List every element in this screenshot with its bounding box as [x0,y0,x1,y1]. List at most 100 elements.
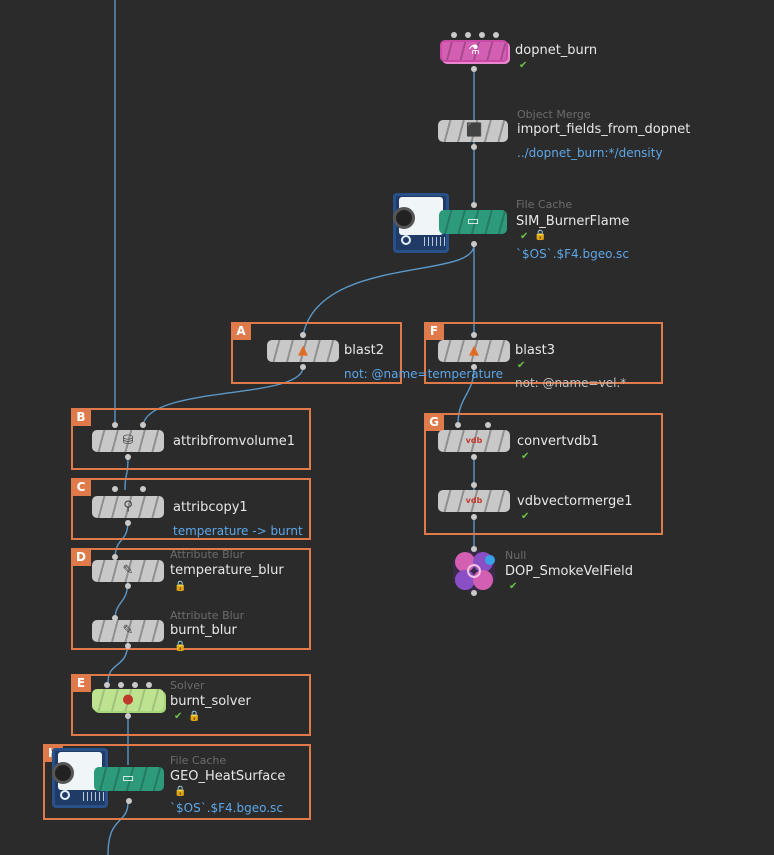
node-name: burnt_blur [170,623,237,638]
output-port[interactable] [125,520,131,526]
node-name: attribcopy1 [173,500,248,515]
disk-icon: ▭ [466,214,480,229]
null-icon [453,548,495,594]
output-port[interactable] [471,590,477,596]
network-box-g[interactable]: G [424,413,663,535]
display-flag-icon: ✔ [509,581,518,592]
node-body[interactable] [267,340,339,362]
node-body[interactable] [92,430,164,452]
lock-icon[interactable]: 🔒 [174,641,187,652]
node-name: vdbvectormerge1 [517,494,633,509]
box-label-f: F [424,322,444,340]
box-label-d: D [71,548,91,566]
input-port[interactable] [112,615,118,621]
node-type: Object Merge [517,108,591,121]
input-port[interactable] [493,32,499,38]
node-body[interactable] [92,689,164,711]
lock-icon[interactable]: 🔒 [174,581,187,592]
node-name: dopnet_burn [515,43,598,58]
display-flag-icon: ✔ [517,360,526,371]
network-box-f[interactable]: F [424,322,663,384]
input-port[interactable] [451,32,457,38]
output-port[interactable] [126,798,132,804]
box-label-g: G [424,413,444,431]
cache-file-path: `$OS`.$F4.bgeo.sc [516,247,629,261]
output-port[interactable] [125,583,131,589]
wire-blast2-to-attribfromvolume [142,366,304,426]
output-port[interactable] [471,144,477,150]
output-port[interactable] [471,514,477,520]
input-port[interactable] [146,682,152,688]
node-body[interactable] [438,340,510,362]
node-name: SIM_BurnerFlame [516,214,630,229]
output-port[interactable] [125,454,131,460]
node-body[interactable] [92,496,164,518]
input-port[interactable] [471,202,477,208]
input-port[interactable] [300,332,306,338]
blast-icon: ▲ [298,343,308,358]
wire-attribfromvolume-to-attribcopy [124,456,129,491]
input-port[interactable] [455,422,461,428]
node-body[interactable] [438,430,510,452]
input-port[interactable] [104,682,110,688]
node-body[interactable] [440,40,508,62]
node-name: convertvdb1 [517,434,599,449]
lock-icon[interactable]: 🔒 [174,786,187,797]
input-port[interactable] [479,32,485,38]
blast-group: not: @name=vel.* [515,376,627,390]
dop-network-icon: ⚗ [468,43,480,58]
display-flag-icon: ✔ [520,231,529,242]
disk-icon: ▭ [121,771,135,786]
node-body[interactable] [438,490,510,512]
input-port[interactable] [465,32,471,38]
attribcopy-icon: ⚲ [123,499,133,514]
vdb-icon: vdb [465,436,483,445]
blast-icon: ▲ [469,343,479,358]
vdb-icon: vdb [465,496,483,505]
output-port[interactable] [300,364,306,370]
node-body[interactable] [438,120,508,142]
node-type: Attribute Blur [170,609,245,622]
input-port[interactable] [112,554,118,560]
node-body[interactable] [439,210,507,234]
attribfromvolume-icon: ⛁ [122,433,134,448]
object-merge-icon: ⬛ [466,123,483,138]
input-port[interactable] [140,422,146,428]
input-port[interactable] [118,682,124,688]
output-port[interactable] [471,241,477,247]
object-path: ../dopnet_burn:*/density [517,146,663,160]
cache-file-path: `$OS`.$F4.bgeo.sc [170,801,283,815]
network-box-e[interactable]: E [71,674,311,736]
node-name: attribfromvolume1 [173,434,296,449]
output-port[interactable] [471,364,477,370]
input-port[interactable] [485,422,491,428]
node-body[interactable] [94,767,164,791]
node-type: Solver [170,679,205,692]
output-port[interactable] [125,713,131,719]
input-port[interactable] [471,482,477,488]
network-box-c[interactable]: C [71,478,311,540]
input-port[interactable] [471,546,477,552]
network-box-a[interactable]: A [231,322,402,384]
display-flag-icon: ✔ [519,60,528,71]
node-name: burnt_solver [170,694,251,709]
input-port[interactable] [140,486,146,492]
node-name: GEO_HeatSurface [170,769,286,784]
input-port[interactable] [471,332,477,338]
lock-icon[interactable]: 🔒 [534,230,547,241]
lock-icon[interactable]: 🔒 [188,711,201,722]
output-port[interactable] [471,66,477,72]
node-type: File Cache [516,198,573,211]
network-box-d[interactable]: D [71,548,311,650]
node-body[interactable] [92,560,164,582]
output-port[interactable] [125,643,131,649]
output-port[interactable] [471,454,477,460]
input-port[interactable] [112,486,118,492]
attribute-blur-icon: ✎ [122,563,134,578]
network-box-b[interactable]: B [71,408,311,470]
box-label-b: B [71,408,91,426]
node-body[interactable] [92,620,164,642]
copy-note: temperature -> burnt [173,524,303,538]
input-port[interactable] [112,422,118,428]
input-port[interactable] [132,682,138,688]
